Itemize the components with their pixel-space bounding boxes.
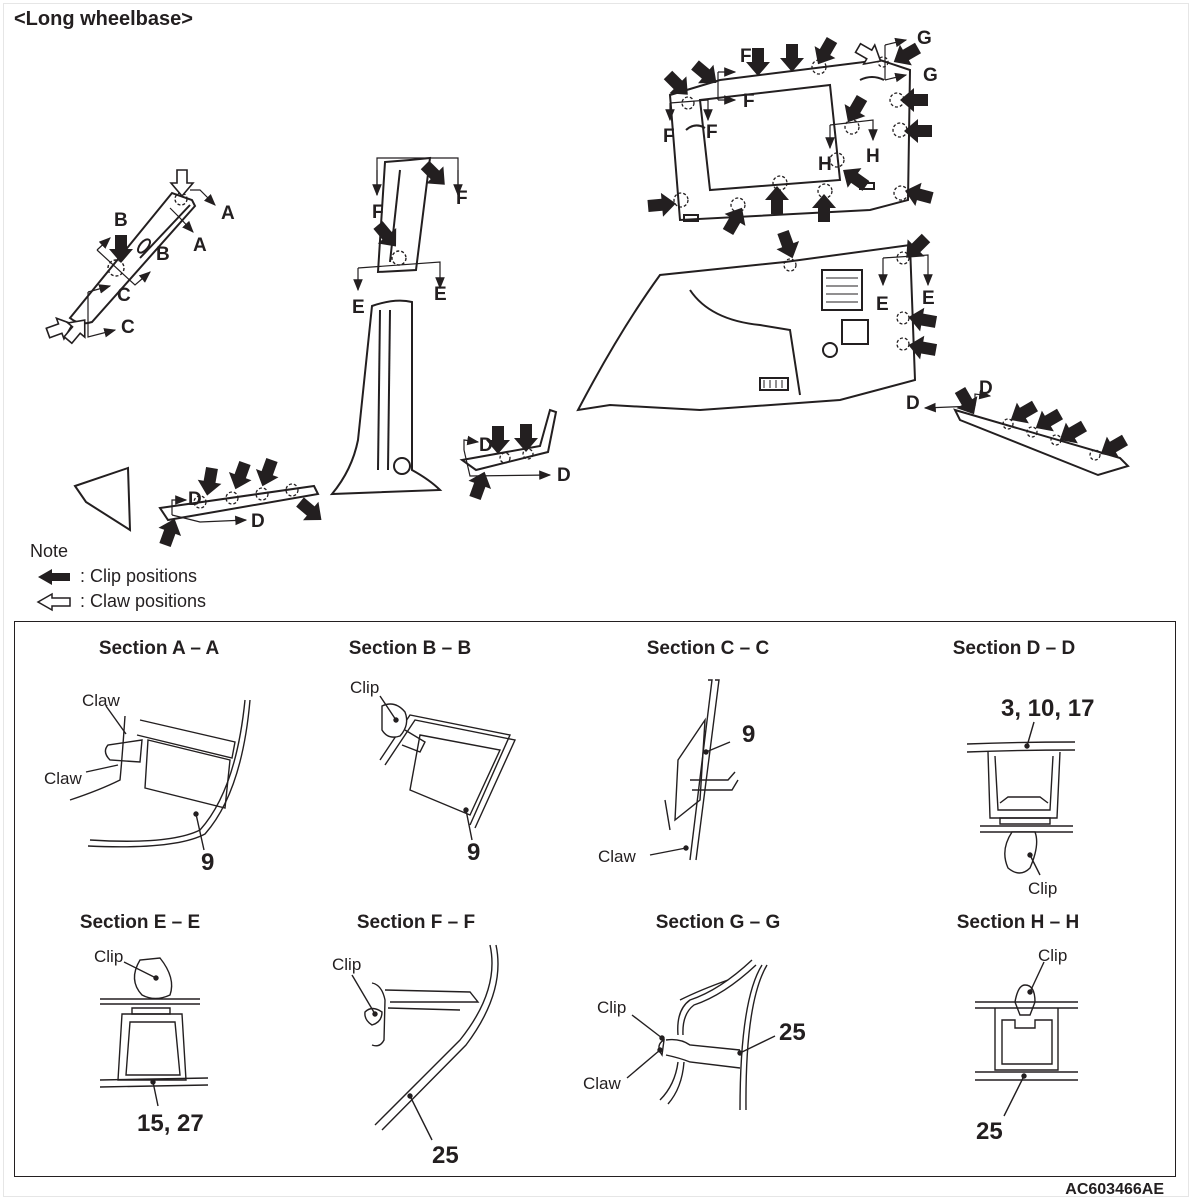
claw-arrow-icon — [36, 592, 71, 611]
section-marker-a: A — [221, 203, 235, 224]
clip-arrow-icon — [780, 44, 804, 72]
section-cut-lines-e2 — [878, 254, 933, 287]
section-marker-a: A — [193, 235, 207, 256]
legend-claw: : Claw positions — [36, 591, 206, 612]
front-scuff-plate — [73, 466, 320, 532]
front-pillar-trim — [68, 191, 197, 325]
section-marker-d: D — [557, 465, 571, 486]
section-marker-b: B — [114, 210, 128, 231]
section-marker-d: D — [251, 511, 265, 532]
section-title-b: Section B – B — [348, 638, 472, 659]
section-marker-c: C — [121, 317, 135, 338]
section-cut-lines-d1 — [171, 495, 248, 526]
figure-code: AC603466AE — [1065, 1181, 1164, 1198]
section-marker-d: D — [479, 435, 493, 456]
section-title-e: Section E – E — [79, 912, 201, 933]
section-cut-lines-fe — [353, 157, 463, 292]
section-title-d: Section D – D — [952, 638, 1076, 659]
section-marker-g: G — [917, 28, 932, 49]
section-marker-h: H — [818, 154, 832, 175]
legend-clip: : Clip positions — [36, 566, 197, 587]
center-pillar-upper-trim — [376, 156, 432, 274]
clip-arrow-icon — [646, 191, 677, 218]
section-marker-g: G — [923, 65, 938, 86]
section-title-f: Section F – F — [356, 912, 476, 933]
section-title-a: Section A – A — [98, 638, 220, 659]
exploded-view: A A B B C C F F E E — [43, 28, 1131, 550]
clip-arrow-icon — [224, 458, 257, 494]
section-marker-f: F — [456, 188, 468, 209]
section-marker-f: F — [706, 122, 718, 143]
section-cut-lines-d2 — [463, 435, 552, 480]
section-marker-e: E — [876, 294, 889, 315]
section-cut-lines-abc — [87, 189, 216, 338]
section-title-c: Section C – C — [646, 638, 770, 659]
section-detail-panel — [14, 621, 1176, 1177]
note-label: Note — [30, 541, 69, 561]
section-marker-d: D — [188, 489, 202, 510]
section-marker-h: H — [866, 146, 880, 167]
clip-arrow-icon — [771, 227, 804, 263]
section-marker-f: F — [372, 202, 384, 223]
section-cut-lines-fgh — [665, 37, 908, 150]
section-marker-f: F — [663, 126, 675, 147]
section-marker-e: E — [434, 284, 447, 305]
section-marker-f: F — [740, 46, 752, 67]
legend-claw-text: : Claw positions — [80, 591, 207, 611]
section-marker-f: F — [743, 91, 755, 112]
section-title-g: Section G – G — [655, 912, 781, 933]
center-pillar-lower-trim — [329, 299, 443, 496]
section-marker-c: C — [117, 285, 131, 306]
diagram-title: <Long wheelbase> — [14, 8, 193, 30]
section-marker-d: D — [979, 378, 993, 399]
section-marker-e: E — [352, 297, 365, 318]
section-marker-d: D — [906, 393, 920, 414]
page-frame — [3, 3, 1189, 1197]
clip-arrow-icon — [38, 568, 70, 585]
section-marker-e: E — [922, 288, 935, 309]
legend-clip-text: : Clip positions — [80, 566, 198, 586]
claw-arrow-icon — [170, 169, 194, 197]
section-title-h: Section H – H — [956, 912, 1080, 933]
clip-arrow-icon — [463, 467, 496, 503]
clip-arrow-icon — [251, 455, 284, 491]
section-marker-b: B — [156, 244, 170, 265]
quarter-lower-trim — [576, 243, 917, 412]
